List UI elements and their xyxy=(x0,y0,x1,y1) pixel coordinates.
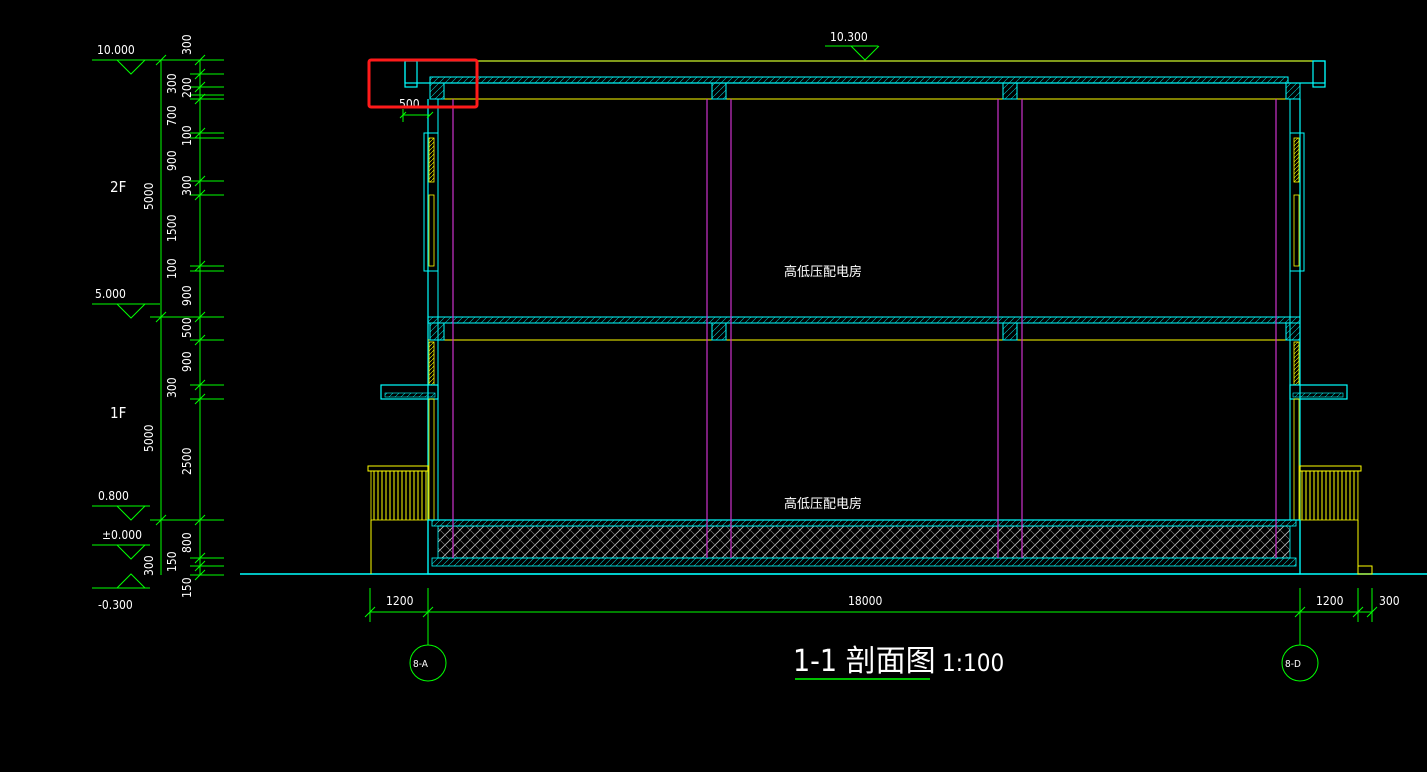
drawing-title-scale: 1:100 xyxy=(942,649,1004,677)
drawing-title-name: 1-1 剖面图 xyxy=(793,644,936,679)
parapet-dimension: 500 xyxy=(399,97,420,111)
dim-300-c1: 300 xyxy=(165,73,179,94)
dim-main-span: 18000 xyxy=(848,594,882,608)
dim-900-b: 900 xyxy=(180,285,194,306)
dim-200: 200 xyxy=(180,77,194,98)
elev-label-roof-top: 10.300 xyxy=(830,30,868,44)
dim-700: 700 xyxy=(165,105,179,126)
building-section: 500 高低压配电房 高低压配电房 xyxy=(367,60,1373,575)
elev-label-ground: ±0.000 xyxy=(102,528,142,542)
dim-300-b: 300 xyxy=(142,555,156,576)
axis-bubble-left: 8-A xyxy=(409,644,447,682)
dim-500: 500 xyxy=(180,317,194,338)
dim-left-overhang: 1200 xyxy=(386,594,414,608)
room-label-lower: 高低压配电房 xyxy=(784,496,862,512)
dim-right-step: 300 xyxy=(1379,594,1400,608)
highlight-box xyxy=(367,58,479,109)
elev-label-sill: 0.800 xyxy=(98,489,129,503)
dim-100-a: 100 xyxy=(180,125,194,146)
floor-label-1f: 1F xyxy=(110,404,126,422)
dim-300-top: 300 xyxy=(180,34,194,55)
elev-marker-roof-top: 10.300 xyxy=(825,30,880,61)
bottom-dimensions xyxy=(364,588,1378,645)
dim-300-e1: 300 xyxy=(165,377,179,398)
dim-150-b: 150 xyxy=(180,577,194,598)
dim-150-a: 150 xyxy=(165,551,179,572)
dim-900-c: 900 xyxy=(180,351,194,372)
elev-label-outdoor: -0.300 xyxy=(98,598,133,612)
dim-900-a: 900 xyxy=(165,150,179,171)
dim-right-overhang: 1200 xyxy=(1316,594,1344,608)
room-label-upper: 高低压配电房 xyxy=(784,264,862,280)
left-dimension-column: 10.000 5.000 0.800 ±0.000 -0.300 2F 1F 5… xyxy=(92,34,224,612)
axis-label-right: 8-D xyxy=(1285,659,1301,670)
dim-1500: 1500 xyxy=(165,214,179,242)
dim-300-d1: 300 xyxy=(180,175,194,196)
axis-bubble-right: 8-D xyxy=(1281,644,1319,682)
dim-floor2-total: 5000 xyxy=(142,182,156,210)
floor-label-2f: 2F xyxy=(110,178,126,196)
dim-floor1-total: 5000 xyxy=(142,424,156,452)
elev-label-roof-left: 10.000 xyxy=(97,43,135,57)
drawing-title: 1-1 剖面图 1:100 xyxy=(793,644,1004,680)
dim-2500: 2500 xyxy=(180,447,194,475)
dim-100-b: 100 xyxy=(165,258,179,279)
elev-label-floor2: 5.000 xyxy=(95,287,126,301)
dim-800: 800 xyxy=(180,532,194,553)
axis-label-left: 8-A xyxy=(413,659,429,670)
